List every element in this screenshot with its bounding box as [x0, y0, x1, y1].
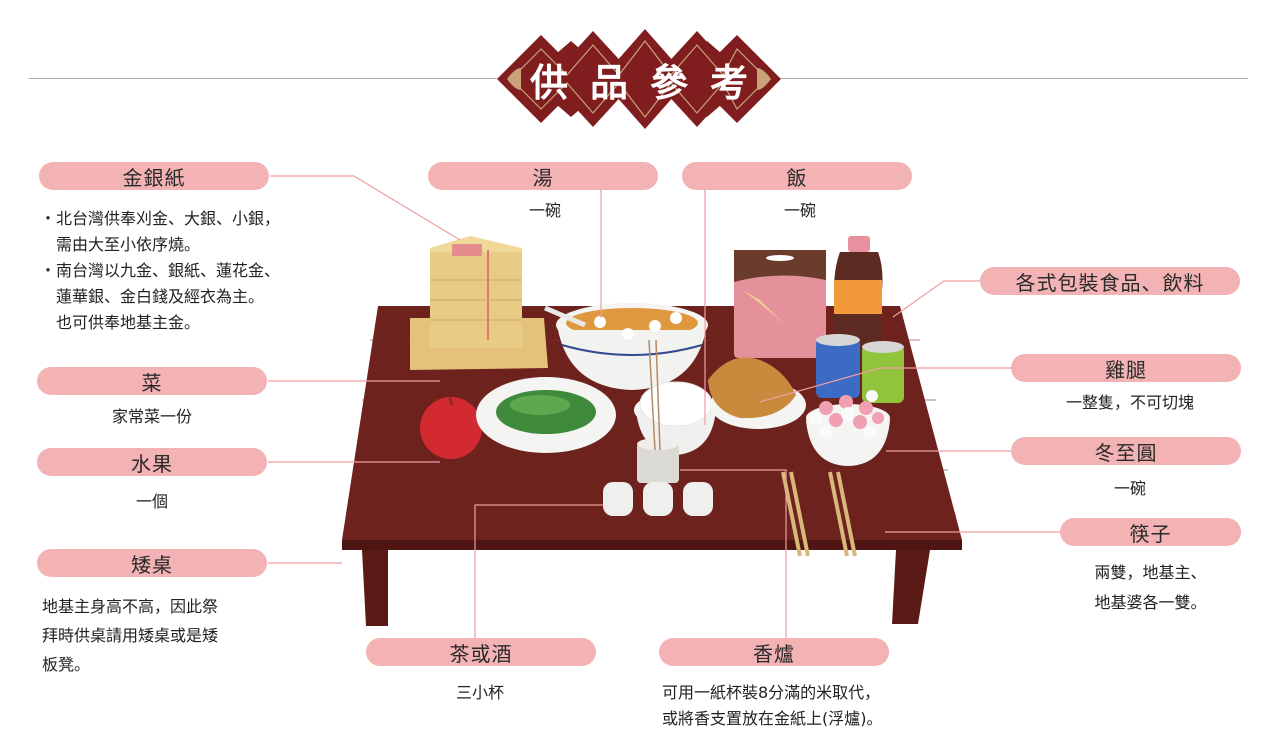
description-line: 地基婆各一雙。	[1094, 593, 1207, 612]
description-line: 兩雙，地基主、	[1094, 563, 1207, 582]
cola-bottle-icon	[834, 236, 883, 360]
snack-bag-icon	[734, 250, 826, 358]
label-low-table: 矮桌	[37, 549, 267, 577]
label-chopsticks-title: 筷子	[1129, 521, 1172, 546]
title-char: 品	[589, 59, 628, 105]
title-char: 供	[529, 59, 568, 105]
vegetable-plate-icon	[476, 377, 616, 453]
label-tea-wine-title: 茶或酒	[449, 641, 513, 666]
gold-paper-description: ・北台灣供奉刈金、大銀、小銀， 需由大至小依序燒。 ・南台灣以九金、銀紙、蓮花金…	[40, 206, 280, 336]
low-table-description: 地基主身高不高，因此祭 拜時供桌請用矮桌或是矮 板凳。	[42, 592, 218, 679]
description-line: 需由大至小依序燒。	[40, 235, 201, 254]
soup-description: 一碗	[528, 201, 561, 220]
title-char: 考	[709, 59, 748, 105]
label-chicken-leg: 雞腿	[1011, 354, 1241, 382]
gold-paper-icon	[410, 236, 548, 370]
title-rule-right	[781, 78, 1248, 79]
chopsticks-description: 兩雙，地基主、 地基婆各一雙。	[1060, 558, 1241, 618]
label-chicken-leg-title: 雞腿	[1105, 357, 1147, 382]
label-packaged-food-title: 各式包裝食品、飲料	[1015, 270, 1205, 295]
description-line: ・北台灣供奉刈金、大銀、小銀，	[40, 209, 281, 228]
tangyuan-bowl-icon	[806, 390, 890, 466]
chicken-leg-icon	[708, 357, 806, 429]
description-line: ・南台灣以九金、銀紙、蓮花金、	[40, 261, 281, 280]
title-banner: 供 品 參 考	[497, 28, 781, 130]
label-fruit-title: 水果	[131, 451, 173, 476]
label-tangyuan: 冬至圓	[1011, 437, 1241, 465]
description-line: 也可供奉地基主金。	[40, 313, 201, 332]
tea-wine-description: 三小杯	[455, 683, 504, 702]
incense-burner-description: 可用一紙杯裝8分滿的米取代， 或將香支置放在金紙上(浮爐)。	[662, 680, 883, 732]
table-leg-icon	[362, 550, 388, 626]
label-incense-burner: 香爐	[659, 638, 889, 666]
label-gold-paper: 金銀紙	[39, 162, 269, 190]
label-incense-burner-title: 香爐	[753, 641, 795, 666]
label-gold-paper-title: 金銀紙	[122, 165, 186, 190]
banner-diamonds-icon	[497, 29, 781, 129]
description-line: 地基主身高不高，因此祭	[42, 597, 219, 616]
label-soup: 湯	[428, 162, 658, 190]
leader-lines	[268, 175, 1060, 640]
vegetable-description: 家常菜一份	[111, 407, 192, 426]
rice-description: 一碗	[783, 201, 816, 220]
label-fruit: 水果	[37, 448, 267, 476]
chicken-leg-description: 一整隻，不可切塊	[1065, 393, 1194, 412]
label-tangyuan-title: 冬至圓	[1094, 440, 1158, 465]
apple-icon	[420, 397, 482, 459]
label-low-table-title: 矮桌	[131, 552, 173, 577]
label-chopsticks: 筷子	[1060, 518, 1241, 546]
label-packaged-food: 各式包裝食品、飲料	[980, 267, 1240, 295]
soup-bowl-icon	[544, 303, 708, 390]
three-cups-icon	[603, 482, 713, 516]
description-line: 或將香支置放在金紙上(浮爐)。	[662, 709, 883, 728]
label-vegetable-title: 菜	[141, 370, 163, 395]
incense-burner-icon	[637, 339, 679, 483]
label-rice: 飯	[682, 162, 912, 190]
description-line: 蓮華銀、金白錢及經衣為主。	[40, 287, 265, 306]
description-line: 板凳。	[42, 655, 91, 674]
label-rice-title: 飯	[786, 165, 808, 190]
label-vegetable: 菜	[37, 367, 267, 395]
title-char: 參	[649, 59, 688, 105]
description-line: 拜時供桌請用矮桌或是矮	[42, 626, 219, 645]
description-line: 可用一紙杯裝8分滿的米取代，	[662, 683, 881, 702]
label-tea-wine: 茶或酒	[366, 638, 596, 666]
title-rule-left	[29, 78, 497, 79]
fruit-description: 一個	[135, 492, 168, 511]
tangyuan-description: 一碗	[1113, 479, 1146, 498]
label-soup-title: 湯	[532, 165, 554, 190]
table-leg-icon	[892, 550, 930, 624]
